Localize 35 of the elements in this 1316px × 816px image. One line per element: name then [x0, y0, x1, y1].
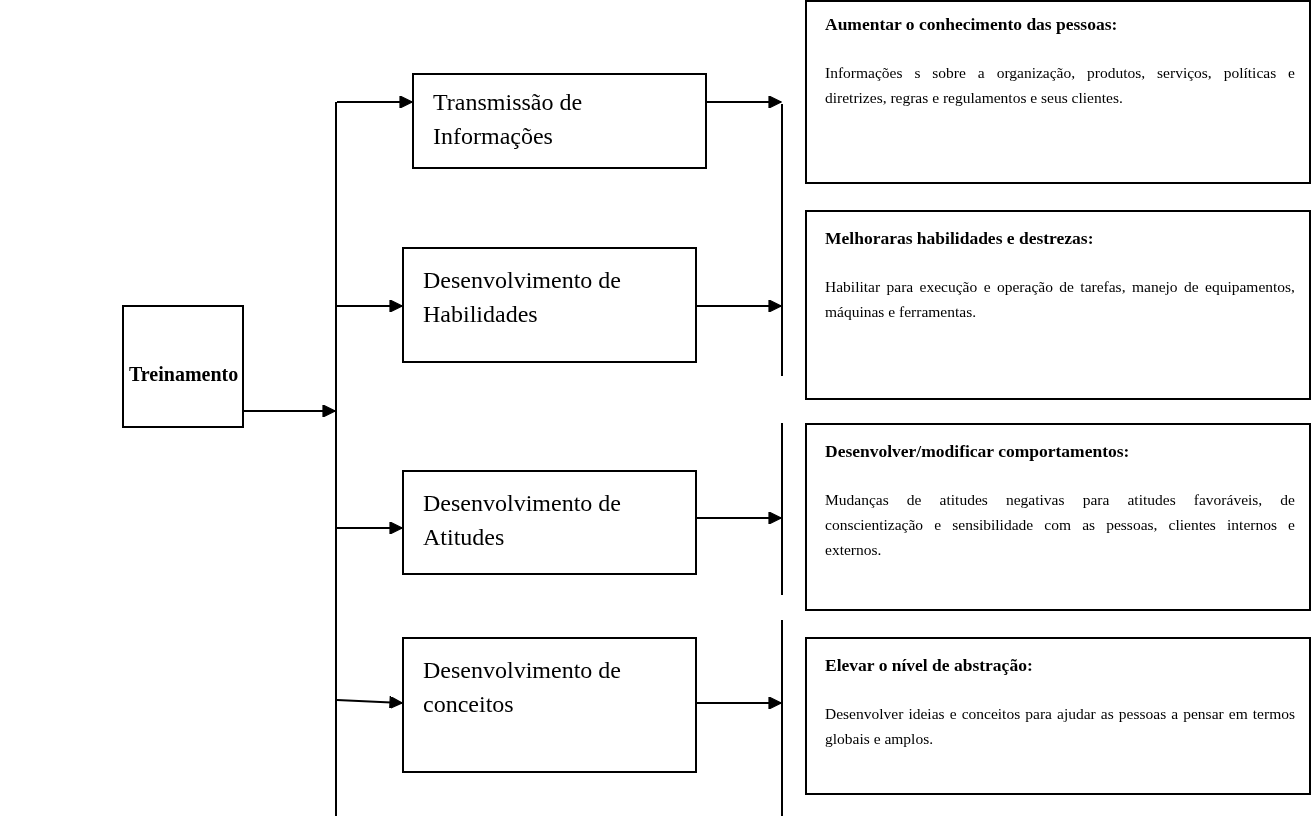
category-box [402, 247, 697, 363]
bracket-line [335, 102, 337, 816]
bracket-line [781, 104, 783, 376]
node-label: Transmissão de Informações [433, 88, 584, 151]
description-heading: Desenvolver/modificar comportamentos: [825, 441, 1130, 462]
description-text: Informações s sobre a organização, produtos, serviços, políticas e diretrizes, regras e regulamentos e seus clientes. [825, 63, 1295, 108]
description-heading: Elevar o nível de abstração: [825, 655, 1033, 676]
arrow [336, 521, 403, 535]
description-heading: Melhoraras habilidades e destrezas: [825, 228, 1094, 249]
category-box [412, 73, 707, 169]
category-box [402, 470, 697, 575]
arrow [706, 95, 782, 109]
category-box [402, 637, 697, 773]
arrow [336, 95, 413, 109]
description-text: Mudanças de atitudes negativas para atitudes favoráveis, de conscientização e sensibilidade com as pessoas, clientes internos e externos. [825, 490, 1295, 560]
arrow [696, 299, 782, 313]
node-label: Desenvolvimento de conceitos [423, 656, 622, 719]
description-box [805, 423, 1311, 611]
root-box [122, 305, 244, 428]
node-label: Desenvolvimento de Habilidades [423, 266, 622, 329]
bracket-line [781, 620, 783, 816]
bracket-line [781, 423, 783, 595]
description-box [805, 210, 1311, 400]
arrow [696, 511, 782, 525]
description-text: Desenvolver ideias e conceitos para ajudar as pessoas a pensar em termos globais e amplos. [825, 704, 1295, 749]
description-text: Habilitar para execução e operação de tarefas, manejo de equipamentos, máquinas e ferramentas. [825, 277, 1295, 322]
node-label: Desenvolvimento de Atitudes [423, 489, 622, 552]
arrow [336, 299, 403, 313]
arrow [243, 404, 336, 418]
arrow [336, 695, 403, 710]
description-box [805, 0, 1311, 184]
description-heading: Aumentar o conhecimento das pessoas: [825, 14, 1118, 35]
description-box [805, 637, 1311, 795]
arrow [696, 696, 782, 710]
node-label: Treinamento [129, 363, 239, 386]
